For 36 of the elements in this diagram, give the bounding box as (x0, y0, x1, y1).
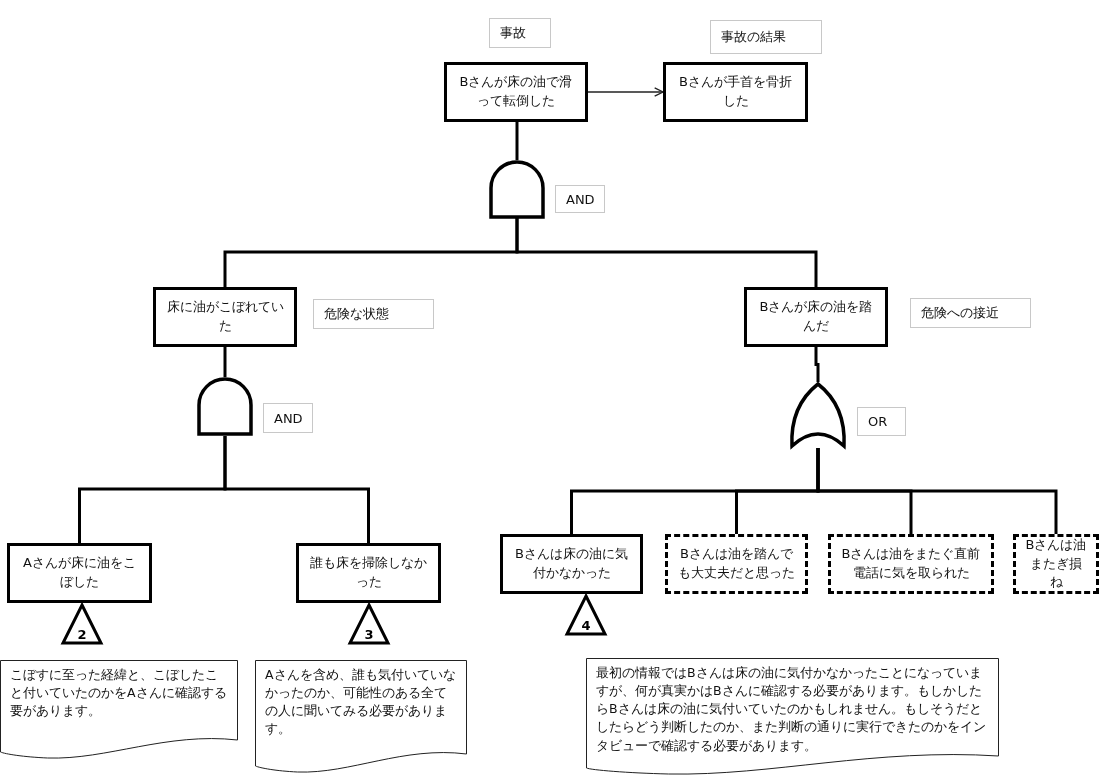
transfer-triangle (565, 594, 607, 636)
note-text: Aさんを含め、誰も気付いていなかったのか、可能性のある全ての人に聞いてみる必要があります。 (264, 666, 457, 739)
connector-line (515, 218, 818, 287)
connector-line (814, 347, 820, 382)
note-document (0, 660, 238, 762)
annotation-label: OR (857, 407, 906, 436)
annotation-label: AND (263, 403, 313, 433)
note-document (586, 658, 999, 778)
transfer-number: 3 (364, 628, 374, 641)
event-box: Bさんが床の油を踏んだ (744, 287, 888, 347)
or-gate-symbol (790, 382, 846, 448)
arrow (587, 87, 664, 97)
event-box: Bさんが床の油で滑って転倒した (444, 62, 588, 122)
annotation-label: 危険への接近 (910, 298, 1031, 328)
connector-line (515, 122, 519, 160)
transfer-triangle (61, 603, 103, 645)
dashed-event-box: Bさんは油をまたぐ直前電話に気を取られた (828, 534, 994, 594)
note-document (255, 660, 467, 776)
and-gate-symbol (489, 160, 545, 218)
annotation-label: 危険な状態 (313, 299, 434, 329)
annotation-label: 事故の結果 (710, 20, 822, 54)
connector-line (223, 436, 370, 543)
note-text: こぼすに至った経緯と、こぼしたこと付いていたのかをAさんに確認する要があります。 (9, 666, 228, 721)
event-box: Bさんが手首を骨折した (663, 62, 808, 122)
transfer-number: 4 (581, 619, 591, 632)
dashed-event-box: Bさんは油を踏んでも大丈夫だと思った (665, 534, 808, 594)
transfer-triangle (348, 603, 390, 645)
note-text: 最初の情報ではBさんは床の油に気付かなかったことになっていますが、何が真実かはBさんに確認する必要があります。もしかしたらBさんは床の油に気付いていたのかもしれません。もしそうだとしたらどう判断したのか、また判断の通りに実行できたのかをインタビューで確認する必要があります。 (595, 664, 987, 755)
connector-line (816, 448, 1058, 534)
dashed-event-box: Bさんは油またぎ損ね (1013, 534, 1099, 594)
annotation-label: 事故 (489, 18, 551, 48)
event-box: 床に油がこぼれていた (153, 287, 297, 347)
transfer-number: 2 (77, 628, 87, 641)
connector-line (223, 347, 227, 377)
annotation-label: AND (555, 185, 605, 213)
and-gate-symbol (197, 377, 253, 436)
